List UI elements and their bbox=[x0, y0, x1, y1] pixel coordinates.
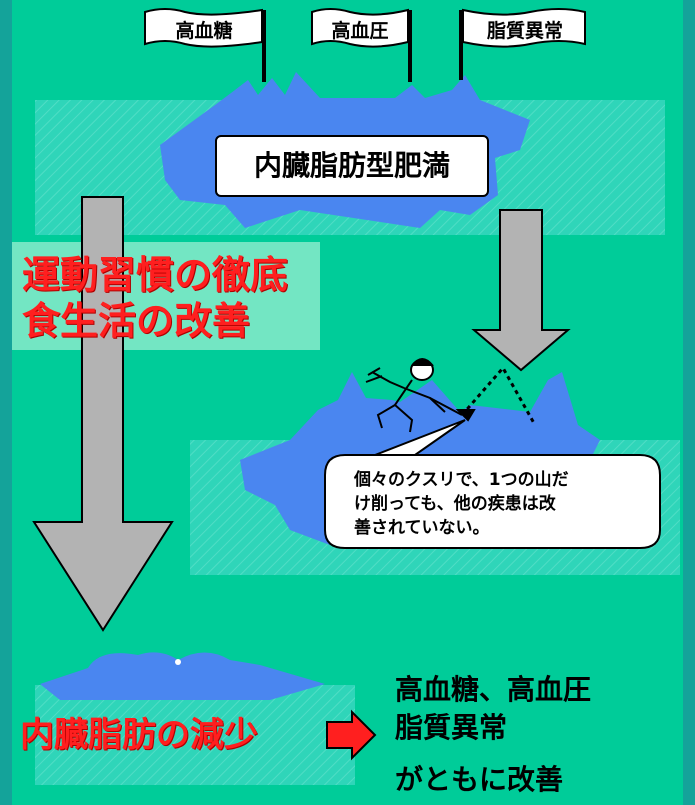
flag-label-3: 脂質異常 bbox=[486, 20, 563, 42]
flag-2-shape bbox=[311, 8, 409, 48]
digging-worker bbox=[365, 358, 476, 433]
flag-1-shape bbox=[144, 8, 263, 48]
callout-line-1: 個々のクスリで、1つの山だ bbox=[354, 470, 569, 490]
lifestyle-line-1: 運動習慣の徹底 bbox=[22, 253, 289, 297]
callout-bubble bbox=[324, 419, 661, 549]
visceral-obesity-label: 内臓脂肪型肥満 bbox=[215, 135, 489, 197]
callout-line-3: 善されていない。 bbox=[354, 518, 490, 538]
flag-label-1: 高血糖 bbox=[175, 20, 233, 42]
bottom-fat-highlight bbox=[175, 659, 181, 665]
red-right-arrow bbox=[326, 709, 377, 761]
bottom-fat-blob bbox=[40, 652, 325, 700]
right-border bbox=[683, 0, 695, 805]
result-line-1: 高血糖、高血圧 bbox=[395, 673, 592, 706]
fat-reduction-label: 内臓脂肪の減少 bbox=[20, 715, 258, 755]
flag-3-shape bbox=[462, 8, 586, 48]
removed-peak-outline bbox=[460, 365, 537, 426]
lifestyle-line-2: 食生活の改善 bbox=[22, 299, 251, 343]
left-border bbox=[0, 0, 12, 805]
flag-label-2: 高血圧 bbox=[331, 20, 389, 42]
highlight-box bbox=[12, 242, 320, 350]
result-line-3: がともに改善 bbox=[395, 763, 564, 796]
big-down-arrow bbox=[32, 196, 174, 632]
small-down-arrow bbox=[471, 209, 571, 372]
result-line-2: 脂質異常 bbox=[395, 711, 508, 744]
bottom-panel bbox=[35, 685, 355, 785]
callout-line-2: け削っても、他の疾患は改 bbox=[354, 494, 556, 514]
